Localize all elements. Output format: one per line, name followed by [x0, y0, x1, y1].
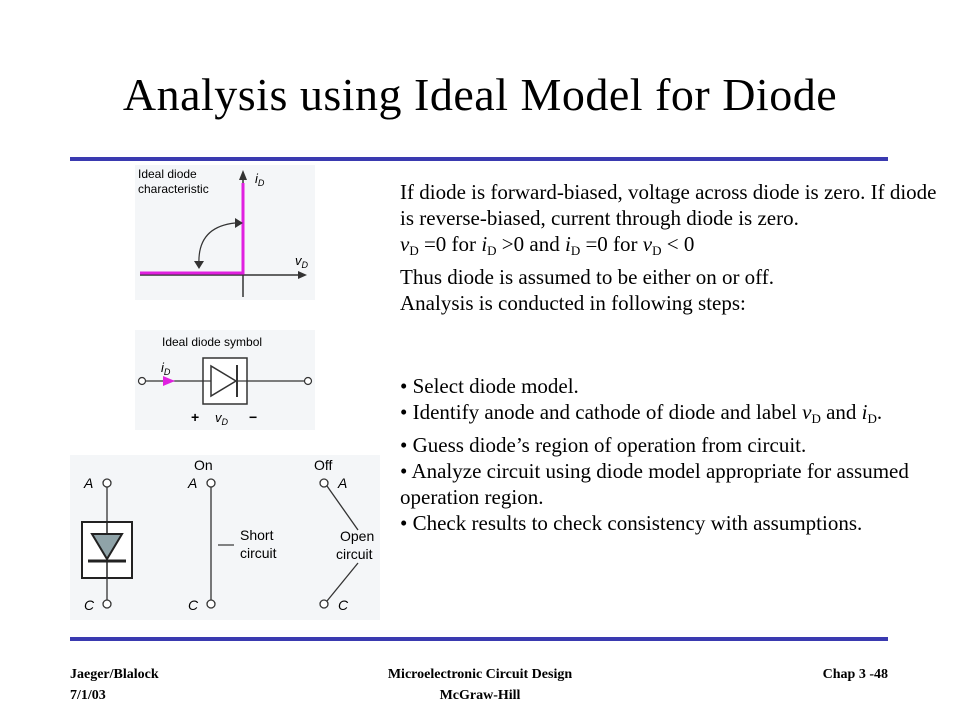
footer-right: Chap 3 -48 — [770, 664, 888, 685]
off-anode-label: A — [337, 475, 347, 491]
step-guess-region: • Guess diode’s region of operation from… — [400, 433, 807, 457]
on-cathode-terminal — [206, 599, 216, 609]
current-arrow-icon — [163, 376, 175, 386]
off-cathode-terminal — [319, 599, 329, 609]
footer-page-number: Chap 3 -48 — [822, 667, 888, 682]
footer-book-title: Microelectronic Circuit Design — [387, 667, 573, 682]
arc-arrow-icon — [235, 218, 243, 228]
steps-intro: Analysis is conducted in following steps… — [400, 291, 746, 315]
steps-list: • Select diode model. • Identify anode a… — [400, 373, 940, 536]
on-anode-label: A — [187, 475, 197, 491]
left-terminal — [137, 376, 147, 386]
footer-left: Jaeger/Blalock 7/1/03 — [70, 664, 159, 706]
x-axis-arrow-icon — [298, 271, 307, 279]
step-identify-terminals: • Identify anode and cathode of diode an… — [400, 400, 883, 426]
minus-label: − — [249, 409, 257, 425]
footer-center: Microelectronic Circuit Design McGraw-Hi… — [300, 664, 660, 706]
characteristic-label-1: Ideal diode — [138, 167, 197, 181]
ideal-diode-symbol-figure: Ideal diode symbol iD + vD − — [135, 330, 315, 430]
short-label-1: Short — [240, 527, 274, 543]
bottom-divider — [70, 637, 888, 641]
diode-anode-terminal — [102, 478, 112, 488]
y-axis-arrow-icon — [239, 170, 247, 180]
characteristic-label-2: characteristic — [138, 182, 209, 196]
characteristic-curve — [140, 183, 245, 275]
ideal-diode-characteristic-figure: Ideal diode characteristic iD vD — [135, 165, 315, 300]
footer-publisher: McGraw-Hill — [439, 688, 521, 703]
off-lower-wire — [326, 562, 359, 602]
step-check-results: • Check results to check consistency wit… — [400, 511, 863, 535]
description-block: If diode is forward-biased, voltage acro… — [400, 179, 940, 316]
short-label-2: circuit — [240, 545, 277, 561]
top-divider — [70, 157, 888, 161]
on-cathode-label: C — [188, 597, 199, 613]
footer-authors: Jaeger/Blalock — [70, 667, 159, 682]
bias-explanation: If diode is forward-biased, voltage acro… — [400, 180, 937, 230]
current-label: iD — [161, 360, 171, 377]
slide-title: Analysis using Ideal Model for Diode — [122, 69, 838, 120]
step-select-model: • Select diode model. — [400, 374, 579, 398]
arc-arrow-icon-2 — [194, 261, 204, 269]
open-label-2: circuit — [336, 546, 373, 562]
x-axis-label: vD — [295, 253, 309, 270]
diode-models-figure: A C On A C Short circuit Off A C Open ci… — [70, 455, 380, 620]
footer-date: 7/1/03 — [70, 688, 106, 703]
open-label-1: Open — [340, 528, 374, 544]
voltage-label: vD — [215, 410, 229, 427]
bias-conditions: vD =0 for iD >0 and iD =0 for vD < 0 — [400, 232, 695, 258]
plus-label: + — [191, 409, 199, 425]
diode-cathode-terminal — [102, 599, 112, 609]
right-terminal — [303, 376, 313, 386]
on-label: On — [194, 457, 213, 473]
diode-anode-label: A — [83, 475, 93, 491]
step-analyze-circuit: • Analyze circuit using diode model appr… — [400, 459, 909, 509]
on-anode-terminal — [206, 478, 216, 488]
on-off-statement: Thus diode is assumed to be either on or… — [400, 265, 775, 289]
off-label: Off — [314, 457, 333, 473]
off-anode-terminal — [319, 478, 329, 488]
symbol-label: Ideal diode symbol — [162, 335, 262, 349]
diode-cathode-label: C — [84, 597, 95, 613]
off-cathode-label: C — [338, 597, 349, 613]
operating-arc — [198, 222, 236, 266]
y-axis-label: iD — [255, 171, 265, 188]
off-upper-wire — [326, 485, 359, 531]
